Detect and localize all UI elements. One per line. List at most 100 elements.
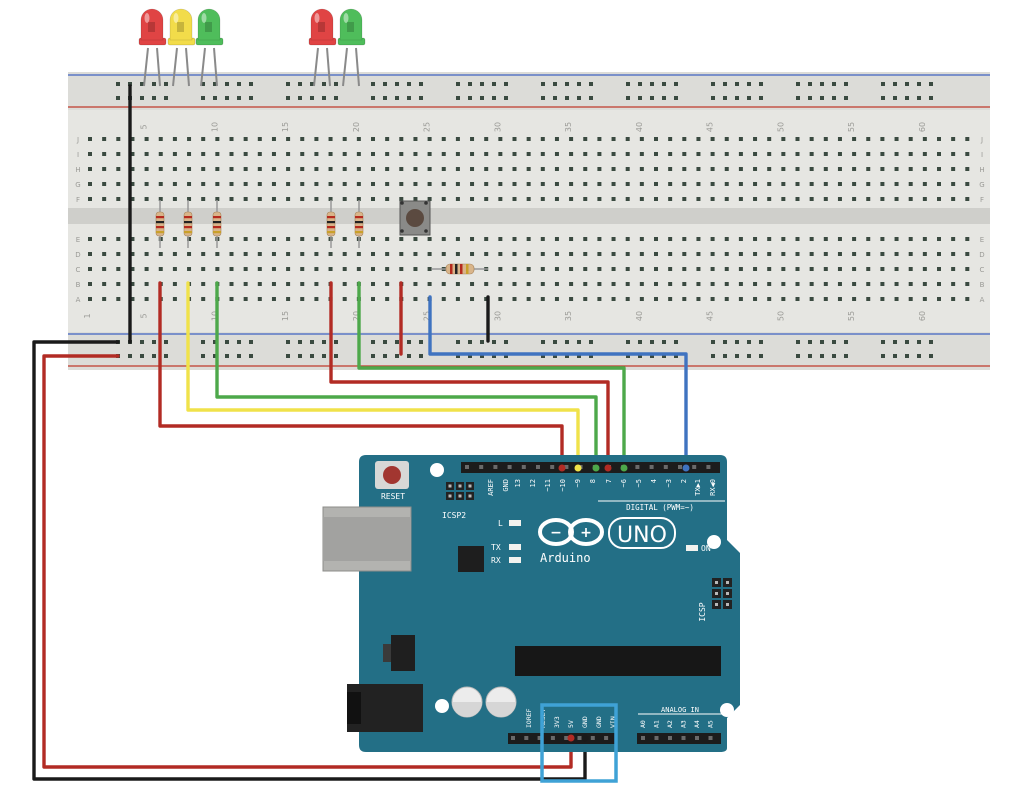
terminal-hole	[866, 282, 871, 286]
terminal-hole	[130, 237, 135, 241]
rail-hole	[893, 82, 897, 86]
terminal-hole	[441, 297, 446, 301]
rail-hole	[492, 340, 496, 344]
terminal-hole	[540, 182, 545, 186]
terminal-hole	[455, 137, 460, 141]
terminal-hole	[894, 197, 899, 201]
terminal-hole	[795, 297, 800, 301]
terminal-hole	[625, 137, 630, 141]
terminal-hole	[201, 137, 206, 141]
rail-hole	[650, 354, 654, 358]
terminal-hole	[314, 237, 319, 241]
terminal-hole	[328, 152, 333, 156]
column-number: 60	[918, 311, 927, 321]
terminal-hole	[102, 167, 107, 171]
brand-label: Arduino	[540, 551, 591, 565]
terminal-hole	[668, 252, 673, 256]
terminal-hole	[937, 282, 941, 286]
terminal-hole	[130, 167, 135, 171]
analog-pin-label: A0	[639, 720, 647, 728]
terminal-hole	[427, 182, 432, 186]
terminal-hole	[470, 182, 475, 186]
row-letter: B	[980, 281, 985, 289]
terminal-hole	[201, 167, 206, 171]
terminal-hole	[852, 297, 857, 301]
terminal-hole	[767, 152, 772, 156]
terminal-hole	[767, 237, 772, 241]
rail-hole	[844, 354, 848, 358]
terminal-hole	[696, 252, 701, 256]
terminal-hole	[569, 167, 574, 171]
terminal-hole	[470, 167, 475, 171]
rail-hole	[468, 82, 472, 86]
terminal-hole	[951, 297, 956, 301]
board-outline	[359, 455, 740, 752]
rail-hole	[286, 82, 290, 86]
terminal-hole	[781, 252, 786, 256]
rail-hole	[917, 96, 921, 100]
terminal-hole	[738, 182, 743, 186]
bottom-power-rail	[68, 332, 990, 370]
terminal-hole	[88, 282, 92, 286]
terminal-hole	[399, 182, 404, 186]
digital-pin-label: 2	[680, 479, 688, 483]
terminal-hole	[385, 252, 390, 256]
terminal-hole	[625, 167, 630, 171]
terminal-hole	[639, 252, 644, 256]
terminal-hole	[569, 282, 574, 286]
led-l	[509, 520, 521, 526]
terminal-hole	[583, 197, 588, 201]
terminal-hole	[724, 282, 729, 286]
terminal-hole	[88, 237, 92, 241]
terminal-hole	[144, 137, 149, 141]
terminal-hole	[512, 252, 517, 256]
terminal-hole	[484, 237, 489, 241]
terminal-hole	[583, 167, 588, 171]
column-number: 10	[210, 122, 219, 132]
terminal-hole	[696, 197, 701, 201]
power-jack-tip	[347, 692, 361, 724]
led-green	[195, 8, 224, 87]
terminal-hole	[271, 137, 276, 141]
terminal-hole	[498, 237, 503, 241]
terminal-hole	[837, 282, 842, 286]
terminal-hole	[611, 197, 616, 201]
rail-hole	[881, 96, 885, 100]
terminal-hole	[781, 282, 786, 286]
terminal-hole	[512, 182, 517, 186]
terminal-hole	[639, 282, 644, 286]
terminal-hole	[540, 137, 545, 141]
terminal-hole	[286, 197, 291, 201]
rail-hole	[116, 82, 120, 86]
terminal-hole	[738, 197, 743, 201]
terminal-hole	[328, 182, 333, 186]
terminal-hole	[597, 182, 602, 186]
rail-hole	[492, 82, 496, 86]
terminal-hole	[795, 197, 800, 201]
terminal-hole	[427, 237, 432, 241]
terminal-hole	[837, 197, 842, 201]
terminal-hole	[639, 167, 644, 171]
terminal-hole	[526, 297, 531, 301]
terminal-hole	[88, 297, 92, 301]
terminal-hole	[399, 237, 404, 241]
rail-hole	[577, 354, 581, 358]
terminal-hole	[852, 182, 857, 186]
rail-hole	[140, 96, 144, 100]
terminal-hole	[328, 197, 333, 201]
terminal-hole	[951, 137, 956, 141]
terminal-hole	[498, 282, 503, 286]
row-letter: I	[77, 151, 79, 159]
rail-hole	[747, 354, 751, 358]
rail-hole	[577, 82, 581, 86]
terminal-hole	[144, 297, 149, 301]
rail-hole	[589, 96, 593, 100]
terminal-hole	[965, 167, 970, 171]
rail-hole	[249, 96, 253, 100]
terminal-hole	[611, 182, 616, 186]
terminal-hole	[328, 137, 333, 141]
terminal-hole	[639, 137, 644, 141]
wire-red-5v	[42, 354, 573, 769]
terminal-hole	[484, 167, 489, 171]
terminal-hole	[852, 252, 857, 256]
